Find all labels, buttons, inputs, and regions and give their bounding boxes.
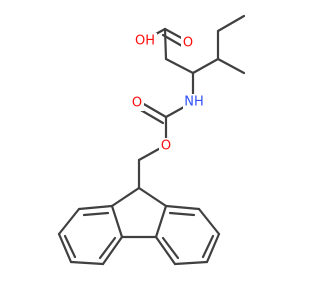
bond-carbamate-c-o-double-2	[137, 107, 165, 125]
carbonyl-oxygen-carbamate-label: O	[132, 96, 142, 111]
bond-right-ring-double-1	[168, 211, 196, 217]
carbonyl-oxygen-acid-bg	[181, 35, 195, 51]
bond-left-ring-double-3	[98, 236, 117, 260]
bond-ch2-ch	[164, 57, 195, 75]
bond-right-ring-6	[164, 204, 201, 211]
bond-left-ring-double-1	[82, 211, 110, 217]
bond-right-ring-double-2	[201, 234, 215, 259]
bond-left-ring-double-2	[63, 234, 77, 259]
bond-right-ring-4	[205, 232, 221, 264]
bond-left-ring-4	[57, 232, 73, 264]
bond-left-ring-6	[77, 204, 114, 211]
carbonyl-oxygen-acid-label: O	[183, 36, 193, 51]
bond-left-ring-1	[110, 204, 124, 239]
amine-label-bg	[183, 94, 205, 110]
bond-right-ring-2	[154, 235, 177, 266]
hydroxyl-label-bg	[135, 33, 157, 49]
bond-carbamate-c-o-double-1	[140, 101, 168, 119]
bond-left-ring-5	[57, 207, 81, 236]
ester-oxygen-label: O	[161, 139, 171, 154]
bond-left-ring-2	[101, 235, 124, 266]
amine-nh-label: NH	[184, 95, 204, 110]
bond-right-ring-double-3	[161, 236, 180, 260]
bond-ch-ch-branch	[191, 57, 220, 75]
bond-cooh-c-ch2	[163, 27, 168, 61]
bond-c9-left	[110, 186, 141, 208]
bond-left-ring-3	[69, 260, 105, 266]
bond-right-ring-1	[154, 204, 168, 239]
bond-branch-methyl	[216, 57, 246, 75]
bond-ethyl-methyl	[216, 14, 246, 33]
carbonyl-oxygen-carbamate-bg	[130, 95, 144, 111]
ester-oxygen-bg	[159, 138, 173, 154]
hydroxyl-oh-label: OH	[135, 34, 155, 49]
bond-right-ring-3	[173, 260, 209, 266]
bond-right-ring-5	[197, 207, 221, 236]
molecule-structure: OH O NH O O	[57, 14, 246, 266]
bond-c9-right	[137, 186, 168, 208]
